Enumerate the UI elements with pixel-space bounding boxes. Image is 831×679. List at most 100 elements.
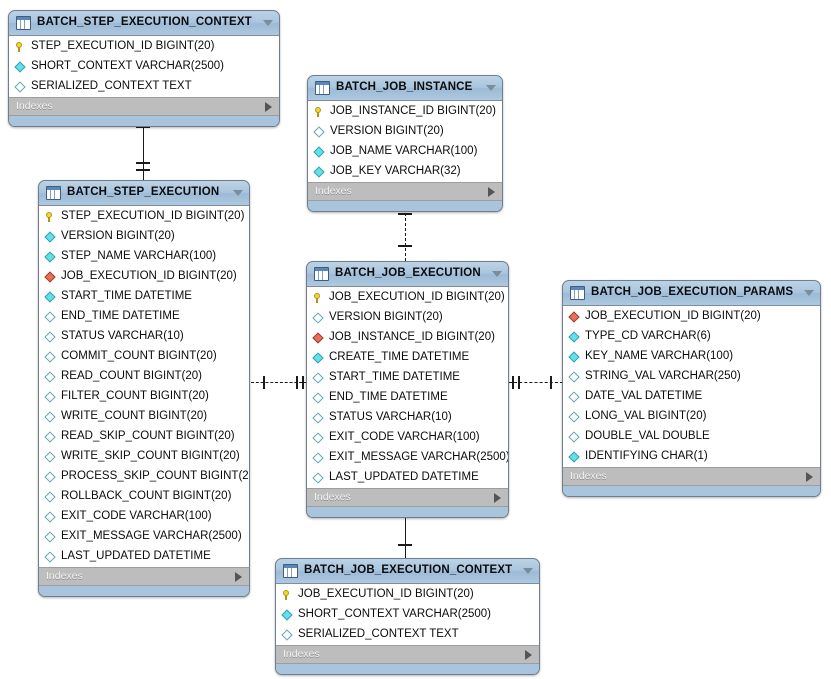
- indexes-section-batch-step-execution[interactable]: Indexes: [39, 567, 249, 586]
- table-column-row[interactable]: JOB_NAME VARCHAR(100): [308, 142, 502, 162]
- column-label: IDENTIFYING CHAR(1): [585, 450, 708, 463]
- table-column-row[interactable]: END_TIME DATETIME: [307, 388, 508, 408]
- nullable-column-icon: [44, 410, 58, 424]
- table-column-row[interactable]: SERIALIZED_CONTEXT TEXT: [276, 625, 539, 645]
- indexes-section-batch-job-execution[interactable]: Indexes: [307, 488, 508, 507]
- nullable-column-icon: [568, 370, 582, 384]
- table-column-row[interactable]: LAST_UPDATED DATETIME: [39, 547, 249, 567]
- table-column-row[interactable]: JOB_KEY VARCHAR(32): [308, 162, 502, 182]
- table-column-row[interactable]: VERSION BIGINT(20): [307, 308, 508, 328]
- indexes-section-batch-job-instance[interactable]: Indexes: [308, 182, 502, 201]
- chevron-right-icon[interactable]: [488, 186, 495, 197]
- table-batch-step-execution[interactable]: BATCH_STEP_EXECUTION STEP_EXECUTION_ID BI…: [38, 180, 250, 597]
- table-footer: [276, 664, 539, 674]
- chevron-down-icon[interactable]: [804, 290, 814, 296]
- table-icon: [283, 564, 298, 578]
- table-column-row[interactable]: JOB_EXECUTION_ID BIGINT(20): [307, 288, 508, 308]
- table-column-row[interactable]: JOB_INSTANCE_ID BIGINT(20): [307, 328, 508, 348]
- table-header-batch-step-execution-context[interactable]: BATCH_STEP_EXECUTION_CONTEXT: [9, 11, 279, 36]
- table-column-row[interactable]: PROCESS_SKIP_COUNT BIGINT(20): [39, 467, 249, 487]
- table-column-row[interactable]: STEP_NAME VARCHAR(100): [39, 247, 249, 267]
- table-column-row[interactable]: READ_SKIP_COUNT BIGINT(20): [39, 427, 249, 447]
- table-column-row[interactable]: EXIT_CODE VARCHAR(100): [307, 428, 508, 448]
- table-header-batch-job-execution[interactable]: BATCH_JOB_EXECUTION: [307, 262, 508, 287]
- indexes-label: Indexes: [46, 570, 83, 583]
- table-column-row[interactable]: LAST_UPDATED DATETIME: [307, 468, 508, 488]
- table-column-row[interactable]: STRING_VAL VARCHAR(250): [563, 367, 820, 387]
- chevron-down-icon[interactable]: [486, 85, 496, 91]
- table-column-row[interactable]: START_TIME DATETIME: [39, 287, 249, 307]
- indexes-section-batch-job-execution-params[interactable]: Indexes: [563, 467, 820, 486]
- table-column-row[interactable]: DATE_VAL DATETIME: [563, 387, 820, 407]
- chevron-right-icon[interactable]: [525, 649, 532, 660]
- chevron-down-icon[interactable]: [233, 190, 243, 196]
- table-column-row[interactable]: JOB_EXECUTION_ID BIGINT(20): [563, 307, 820, 327]
- table-column-row[interactable]: STEP_EXECUTION_ID BIGINT(20): [39, 207, 249, 227]
- nullable-column-icon: [44, 330, 58, 344]
- table-column-row[interactable]: WRITE_COUNT BIGINT(20): [39, 407, 249, 427]
- chevron-right-icon[interactable]: [494, 492, 501, 503]
- table-batch-job-execution-context[interactable]: BATCH_JOB_EXECUTION_CONTEXT JOB_EXECUTION…: [275, 558, 540, 675]
- table-column-row[interactable]: VERSION BIGINT(20): [308, 122, 502, 142]
- table-column-row[interactable]: JOB_EXECUTION_ID BIGINT(20): [276, 585, 539, 605]
- connector-line: [509, 382, 563, 383]
- table-column-row[interactable]: ROLLBACK_COUNT BIGINT(20): [39, 487, 249, 507]
- table-header-batch-step-execution[interactable]: BATCH_STEP_EXECUTION: [39, 181, 249, 206]
- table-column-row[interactable]: IDENTIFYING CHAR(1): [563, 447, 820, 467]
- nullable-column-icon: [44, 350, 58, 364]
- table-column-row[interactable]: STATUS VARCHAR(10): [39, 327, 249, 347]
- column-label: EXIT_MESSAGE VARCHAR(2500): [329, 451, 509, 464]
- not-null-column-icon: [14, 60, 28, 74]
- connector-line: [251, 382, 307, 383]
- chevron-right-icon[interactable]: [265, 101, 272, 112]
- crowfoot-marker: [397, 546, 413, 558]
- table-column-row[interactable]: COMMIT_COUNT BIGINT(20): [39, 347, 249, 367]
- table-header-batch-job-execution-params[interactable]: BATCH_JOB_EXECUTION_PARAMS: [563, 281, 820, 306]
- table-column-row[interactable]: DOUBLE_VAL DOUBLE: [563, 427, 820, 447]
- column-label: JOB_EXECUTION_ID BIGINT(20): [298, 588, 474, 601]
- table-column-row[interactable]: SHORT_CONTEXT VARCHAR(2500): [276, 605, 539, 625]
- table-column-row[interactable]: READ_COUNT BIGINT(20): [39, 367, 249, 387]
- table-column-row[interactable]: JOB_EXECUTION_ID BIGINT(20): [39, 267, 249, 287]
- column-label: STEP_EXECUTION_ID BIGINT(20): [61, 210, 245, 223]
- table-column-row[interactable]: JOB_INSTANCE_ID BIGINT(20): [308, 102, 502, 122]
- table-column-row[interactable]: STEP_EXECUTION_ID BIGINT(20): [9, 37, 279, 57]
- nullable-column-icon: [312, 311, 326, 325]
- table-column-row[interactable]: WRITE_SKIP_COUNT BIGINT(20): [39, 447, 249, 467]
- table-column-row[interactable]: EXIT_MESSAGE VARCHAR(2500): [39, 527, 249, 547]
- table-column-row[interactable]: CREATE_TIME DATETIME: [307, 348, 508, 368]
- table-column-row[interactable]: KEY_NAME VARCHAR(100): [563, 347, 820, 367]
- table-column-row[interactable]: START_TIME DATETIME: [307, 368, 508, 388]
- table-column-row[interactable]: VERSION BIGINT(20): [39, 227, 249, 247]
- connector-line: [143, 118, 144, 180]
- one-marker: [263, 376, 265, 389]
- table-header-batch-job-instance[interactable]: BATCH_JOB_INSTANCE: [308, 76, 502, 101]
- table-column-row[interactable]: FILTER_COUNT BIGINT(20): [39, 387, 249, 407]
- chevron-down-icon[interactable]: [263, 20, 273, 26]
- table-column-row[interactable]: STATUS VARCHAR(10): [307, 408, 508, 428]
- table-column-row[interactable]: EXIT_CODE VARCHAR(100): [39, 507, 249, 527]
- chevron-down-icon[interactable]: [492, 271, 502, 277]
- chevron-down-icon[interactable]: [523, 568, 533, 574]
- primary-key-icon: [313, 105, 327, 119]
- table-column-row[interactable]: TYPE_CD VARCHAR(6): [563, 327, 820, 347]
- table-column-row[interactable]: EXIT_MESSAGE VARCHAR(2500): [307, 448, 508, 468]
- indexes-section-batch-step-execution-context[interactable]: Indexes: [9, 97, 279, 116]
- chevron-right-icon[interactable]: [235, 571, 242, 582]
- table-column-row[interactable]: LONG_VAL BIGINT(20): [563, 407, 820, 427]
- column-label: JOB_KEY VARCHAR(32): [330, 165, 461, 178]
- indexes-label: Indexes: [314, 491, 351, 504]
- column-label: VERSION BIGINT(20): [61, 230, 175, 243]
- table-column-row[interactable]: END_TIME DATETIME: [39, 307, 249, 327]
- chevron-right-icon[interactable]: [806, 471, 813, 482]
- table-header-batch-job-execution-context[interactable]: BATCH_JOB_EXECUTION_CONTEXT: [276, 559, 539, 584]
- table-column-row[interactable]: SHORT_CONTEXT VARCHAR(2500): [9, 57, 279, 77]
- column-label: TYPE_CD VARCHAR(6): [585, 330, 711, 343]
- indexes-section-batch-job-execution-context[interactable]: Indexes: [276, 645, 539, 664]
- table-column-row[interactable]: SERIALIZED_CONTEXT TEXT: [9, 77, 279, 97]
